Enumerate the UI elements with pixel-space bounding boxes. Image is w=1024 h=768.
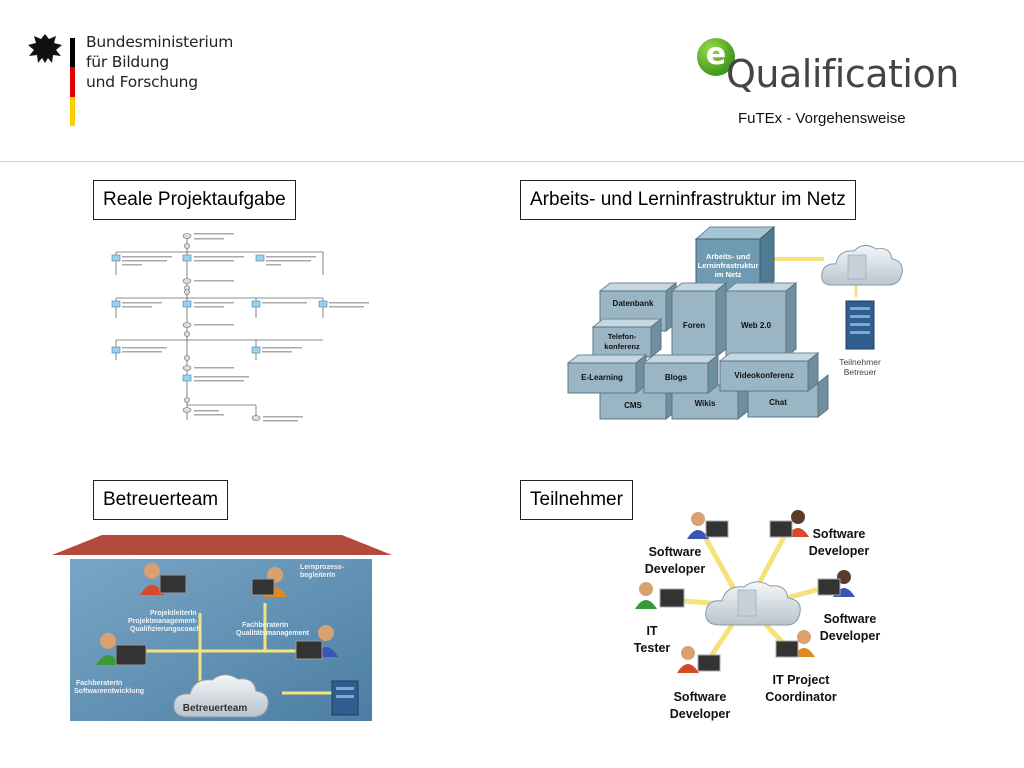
svg-text:Foren: Foren <box>683 321 705 330</box>
role-sd-top-left-1: Software <box>649 545 702 559</box>
infrastructure-diagram: Teilnehmer Betreuer Arbeits- und Lerninf… <box>566 225 903 421</box>
role-it-coord-2: Coordinator <box>765 690 837 704</box>
svg-text:CMS: CMS <box>624 401 642 410</box>
person-icon <box>677 646 721 673</box>
role-sd-bottom-2: Developer <box>670 707 731 721</box>
bmbf-name: Bundesministerium für Bildung und Forsch… <box>86 32 233 92</box>
block-foren: Foren <box>670 281 728 359</box>
cloud-label: Betreuerteam <box>183 703 248 714</box>
role-fs-1: FachberaterIn <box>76 680 122 687</box>
role-pl-1: ProjektleiterIn <box>150 610 197 617</box>
bmbf-line-3: und Forschung <box>86 73 198 91</box>
page-subtitle: FuTEx - Vorgehensweise <box>738 110 906 127</box>
svg-text:konferenz: konferenz <box>604 342 640 351</box>
block-videokonferenz: Videokonferenz <box>718 351 820 393</box>
logo-wordmark: Qualification <box>726 52 959 96</box>
header-divider <box>0 161 1024 162</box>
person-icon <box>817 570 855 597</box>
person-icon <box>96 633 147 666</box>
role-sd-bottom-1: Software <box>674 690 727 704</box>
block-top-line-1: Arbeits- und <box>706 252 751 261</box>
federal-eagle-icon <box>28 34 62 63</box>
svg-text:Videokonferenz: Videokonferenz <box>734 371 793 380</box>
roof <box>52 535 392 555</box>
svg-text:Web 2.0: Web 2.0 <box>741 321 772 330</box>
block-elearning: E-Learning <box>566 353 648 395</box>
role-sd-top-right-2: Developer <box>809 544 870 558</box>
flag-stripe <box>70 38 75 126</box>
section-label-task: Reale Projektaufgabe <box>93 180 296 220</box>
role-it-tester-2: Tester <box>634 641 671 655</box>
person-icon <box>295 625 338 660</box>
role-lpb-1: Lernprozess- <box>300 564 345 571</box>
section-label-participants: Teilnehmer <box>520 480 633 520</box>
person-icon <box>775 630 815 658</box>
person-icon <box>769 510 809 538</box>
svg-text:Chat: Chat <box>769 398 787 407</box>
svg-text:Wikis: Wikis <box>695 399 716 408</box>
person-icon <box>635 582 685 609</box>
bmbf-line-2: für Bildung <box>86 53 169 71</box>
participant-label-2: Betreuer <box>844 367 877 377</box>
role-it-tester-1: IT <box>646 624 657 638</box>
role-fs-2: Softwareentwicklung <box>74 688 144 695</box>
cloud-icon <box>173 674 269 718</box>
role-it-coord-1: IT Project <box>773 673 831 687</box>
cloud-icon <box>705 581 801 626</box>
server-icon <box>331 680 359 716</box>
person-icon <box>251 567 287 597</box>
role-pl-2: Projektmanagement- <box>128 618 198 625</box>
server-icon <box>845 300 875 350</box>
person-icon <box>687 512 729 539</box>
bmbf-line-1: Bundesministerium <box>86 33 234 51</box>
block-top-line-2: Lerninfrastruktur <box>698 261 759 270</box>
role-lpb-2: begleiterIn <box>300 572 335 579</box>
role-fq-2: Qualitätsmanagement <box>236 630 310 637</box>
person-icon <box>140 563 187 595</box>
e-logo-icon: e <box>697 38 735 76</box>
block-telefonkonferenz: Telefon- konferenz <box>591 317 663 359</box>
section-label-infrastructure: Arbeits- und Lerninfrastruktur im Netz <box>520 180 856 220</box>
section-label-team: Betreuerteam <box>93 480 229 520</box>
role-sd-right-1: Software <box>824 612 877 626</box>
block-web20: Web 2.0 <box>724 281 798 359</box>
svg-text:Datenbank: Datenbank <box>613 299 654 308</box>
participants-network: Software Developer Software Developer So… <box>634 510 881 721</box>
bmbf-logo: Bundesministerium für Bildung und Forsch… <box>26 28 266 138</box>
role-sd-right-2: Developer <box>820 629 881 643</box>
cloud-icon <box>821 245 903 286</box>
participant-label-1: Teilnehmer <box>839 357 881 367</box>
svg-text:Blogs: Blogs <box>665 373 688 382</box>
role-sd-top-right-1: Software <box>813 527 866 541</box>
block-top-line-3: im Netz <box>715 270 742 279</box>
support-team-diagram: Betreuerteam Lernprozess- begleiterIn Pr… <box>52 535 392 721</box>
role-sd-top-left-2: Developer <box>645 562 706 576</box>
role-fq-1: FachberaterIn <box>242 622 288 629</box>
svg-text:E-Learning: E-Learning <box>581 373 623 382</box>
equalification-logo: e Qualification <box>694 36 964 98</box>
block-blogs: Blogs <box>642 353 720 395</box>
svg-text:Telefon-: Telefon- <box>608 332 637 341</box>
process-flowchart <box>111 233 369 422</box>
role-pl-3: Qualifizierungscoach <box>130 626 201 633</box>
